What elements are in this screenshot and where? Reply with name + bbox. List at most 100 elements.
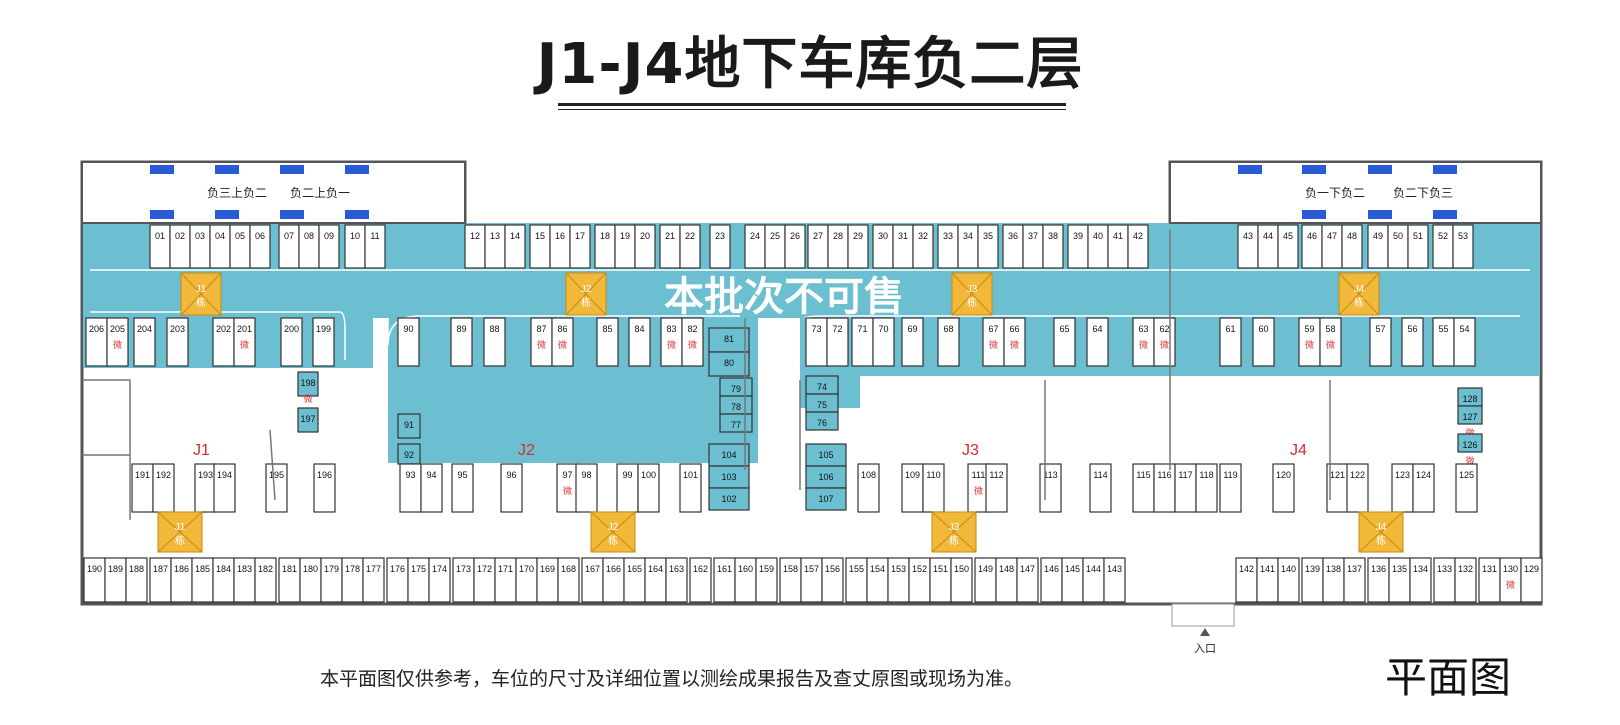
parking-spot-number: 143 — [1107, 564, 1122, 574]
parking-spot: 175 — [407, 557, 430, 603]
parking-spot-number: 120 — [1276, 470, 1291, 480]
parking-spot-outline — [451, 463, 474, 513]
parking-spot-outline — [569, 224, 591, 269]
parking-spot: 172 — [473, 557, 496, 603]
micro-spot-mark: 微 — [1010, 339, 1019, 351]
parking-spot-number: 102 — [721, 494, 736, 504]
parking-spot: 29 — [847, 224, 869, 269]
parking-spot-outline — [1401, 317, 1424, 367]
parking-spot-number: 163 — [669, 564, 684, 574]
parking-spot: 176 — [386, 557, 409, 603]
core-building-mark: 栋 — [1376, 534, 1386, 547]
parking-spot: 73 — [805, 317, 828, 367]
parking-spot-outline — [1219, 463, 1242, 513]
parking-spot-number: 22 — [685, 231, 695, 241]
parking-spot-outline — [805, 487, 847, 511]
micro-spot-mark: 微 — [1326, 339, 1335, 351]
parking-spot: 197 — [297, 407, 319, 433]
parking-spot-number: 19 — [620, 231, 630, 241]
parking-spot-number: 201 — [237, 324, 252, 334]
parking-spot-number: 142 — [1239, 564, 1254, 574]
parking-spot: 80 — [708, 351, 750, 377]
parking-spot-outline — [596, 317, 619, 367]
parking-spot-number: 81 — [724, 334, 734, 344]
parking-spot: 51 — [1407, 224, 1429, 269]
core-building-mark: 栋 — [608, 534, 618, 547]
parking-spot-number: 170 — [519, 564, 534, 574]
parking-spot: 187 — [149, 557, 172, 603]
parking-spot: 117 — [1174, 463, 1197, 513]
parking-spot: 168 — [557, 557, 580, 603]
parking-spot: 137 — [1343, 557, 1366, 603]
parking-spot-outline — [1520, 557, 1543, 603]
parking-spot-number: 27 — [813, 231, 823, 241]
parking-spot: 110 — [922, 463, 945, 513]
parking-spot-outline — [689, 557, 712, 603]
parking-spot-number: 69 — [907, 324, 917, 334]
ramp-area-right: 负一下负二 负二下负三 — [1169, 161, 1542, 224]
parking-spot-number: 119 — [1223, 470, 1237, 480]
parking-spot: 135 — [1388, 557, 1411, 603]
parking-spot-number: 59 — [1304, 324, 1314, 334]
parking-spot-outline — [708, 351, 750, 377]
parking-spot-outline — [297, 371, 319, 397]
core-building-mark: 栋 — [1354, 296, 1364, 309]
parking-spot: 09 — [318, 224, 340, 269]
parking-spot-number: 165 — [627, 564, 642, 574]
parking-spot-outline — [1219, 317, 1242, 367]
parking-spot: 48 — [1341, 224, 1363, 269]
parking-spot: 100 — [637, 463, 660, 513]
parking-spot: 142 — [1235, 557, 1258, 603]
micro-spot-mark: 微 — [563, 485, 572, 497]
parking-spot: 01 — [149, 224, 171, 269]
parking-spot: 163 — [665, 557, 688, 603]
parking-spot-number: 31 — [898, 231, 908, 241]
parking-spot-outline — [847, 224, 869, 269]
parking-spot-outline — [1409, 557, 1432, 603]
parking-spot-outline — [280, 317, 303, 367]
parking-spot: 72 — [826, 317, 849, 367]
parking-spot-number: 13 — [490, 231, 500, 241]
parking-spot: 141 — [1256, 557, 1279, 603]
micro-spot-mark: 微 — [240, 339, 249, 351]
parking-spot: 39 — [1067, 224, 1089, 269]
parking-spot: 22 — [679, 224, 701, 269]
parking-spot: 153 — [887, 557, 910, 603]
parking-spot: 65 — [1053, 317, 1076, 367]
parking-spot-number: 153 — [891, 564, 906, 574]
parking-spot-outline — [637, 463, 660, 513]
parking-spot-number: 17 — [575, 231, 585, 241]
building-label-j2: J2 — [518, 442, 535, 459]
parking-spot: 140 — [1277, 557, 1300, 603]
parking-spot-number: 177 — [366, 564, 381, 574]
parking-spot-number: 199 — [316, 324, 331, 334]
parking-spot: 14 — [504, 224, 526, 269]
parking-spot-number: 101 — [683, 470, 698, 480]
parking-spot: 08 — [298, 224, 320, 269]
parking-spot-number: 157 — [804, 564, 819, 574]
ramp-hatch-marker — [215, 165, 239, 174]
core-label: J1 — [196, 284, 207, 295]
parking-spot-number: 147 — [1020, 564, 1035, 574]
parking-spot: 190 — [83, 557, 106, 603]
parking-spot-number: 191 — [135, 470, 150, 480]
parking-spot: 195 — [265, 463, 288, 513]
parking-spot-number: 155 — [849, 564, 864, 574]
parking-spot-outline — [628, 317, 651, 367]
parking-spot-number: 180 — [303, 564, 318, 574]
parking-spot-number: 138 — [1326, 564, 1341, 574]
parking-spot: 47 — [1321, 224, 1343, 269]
parking-spot: 43 — [1237, 224, 1259, 269]
parking-spot-outline — [420, 463, 443, 513]
ramp-hatch-marker — [280, 165, 304, 174]
parking-spot-number: 65 — [1059, 324, 1069, 334]
parking-spot: 64 — [1086, 317, 1109, 367]
parking-spot-number: 173 — [456, 564, 471, 574]
parking-spot-number: 35 — [983, 231, 993, 241]
micro-spot-mark: 微 — [558, 339, 567, 351]
parking-spot-number: 34 — [963, 231, 973, 241]
parking-spot: 19 — [614, 224, 636, 269]
parking-spot-number: 124 — [1416, 470, 1431, 480]
